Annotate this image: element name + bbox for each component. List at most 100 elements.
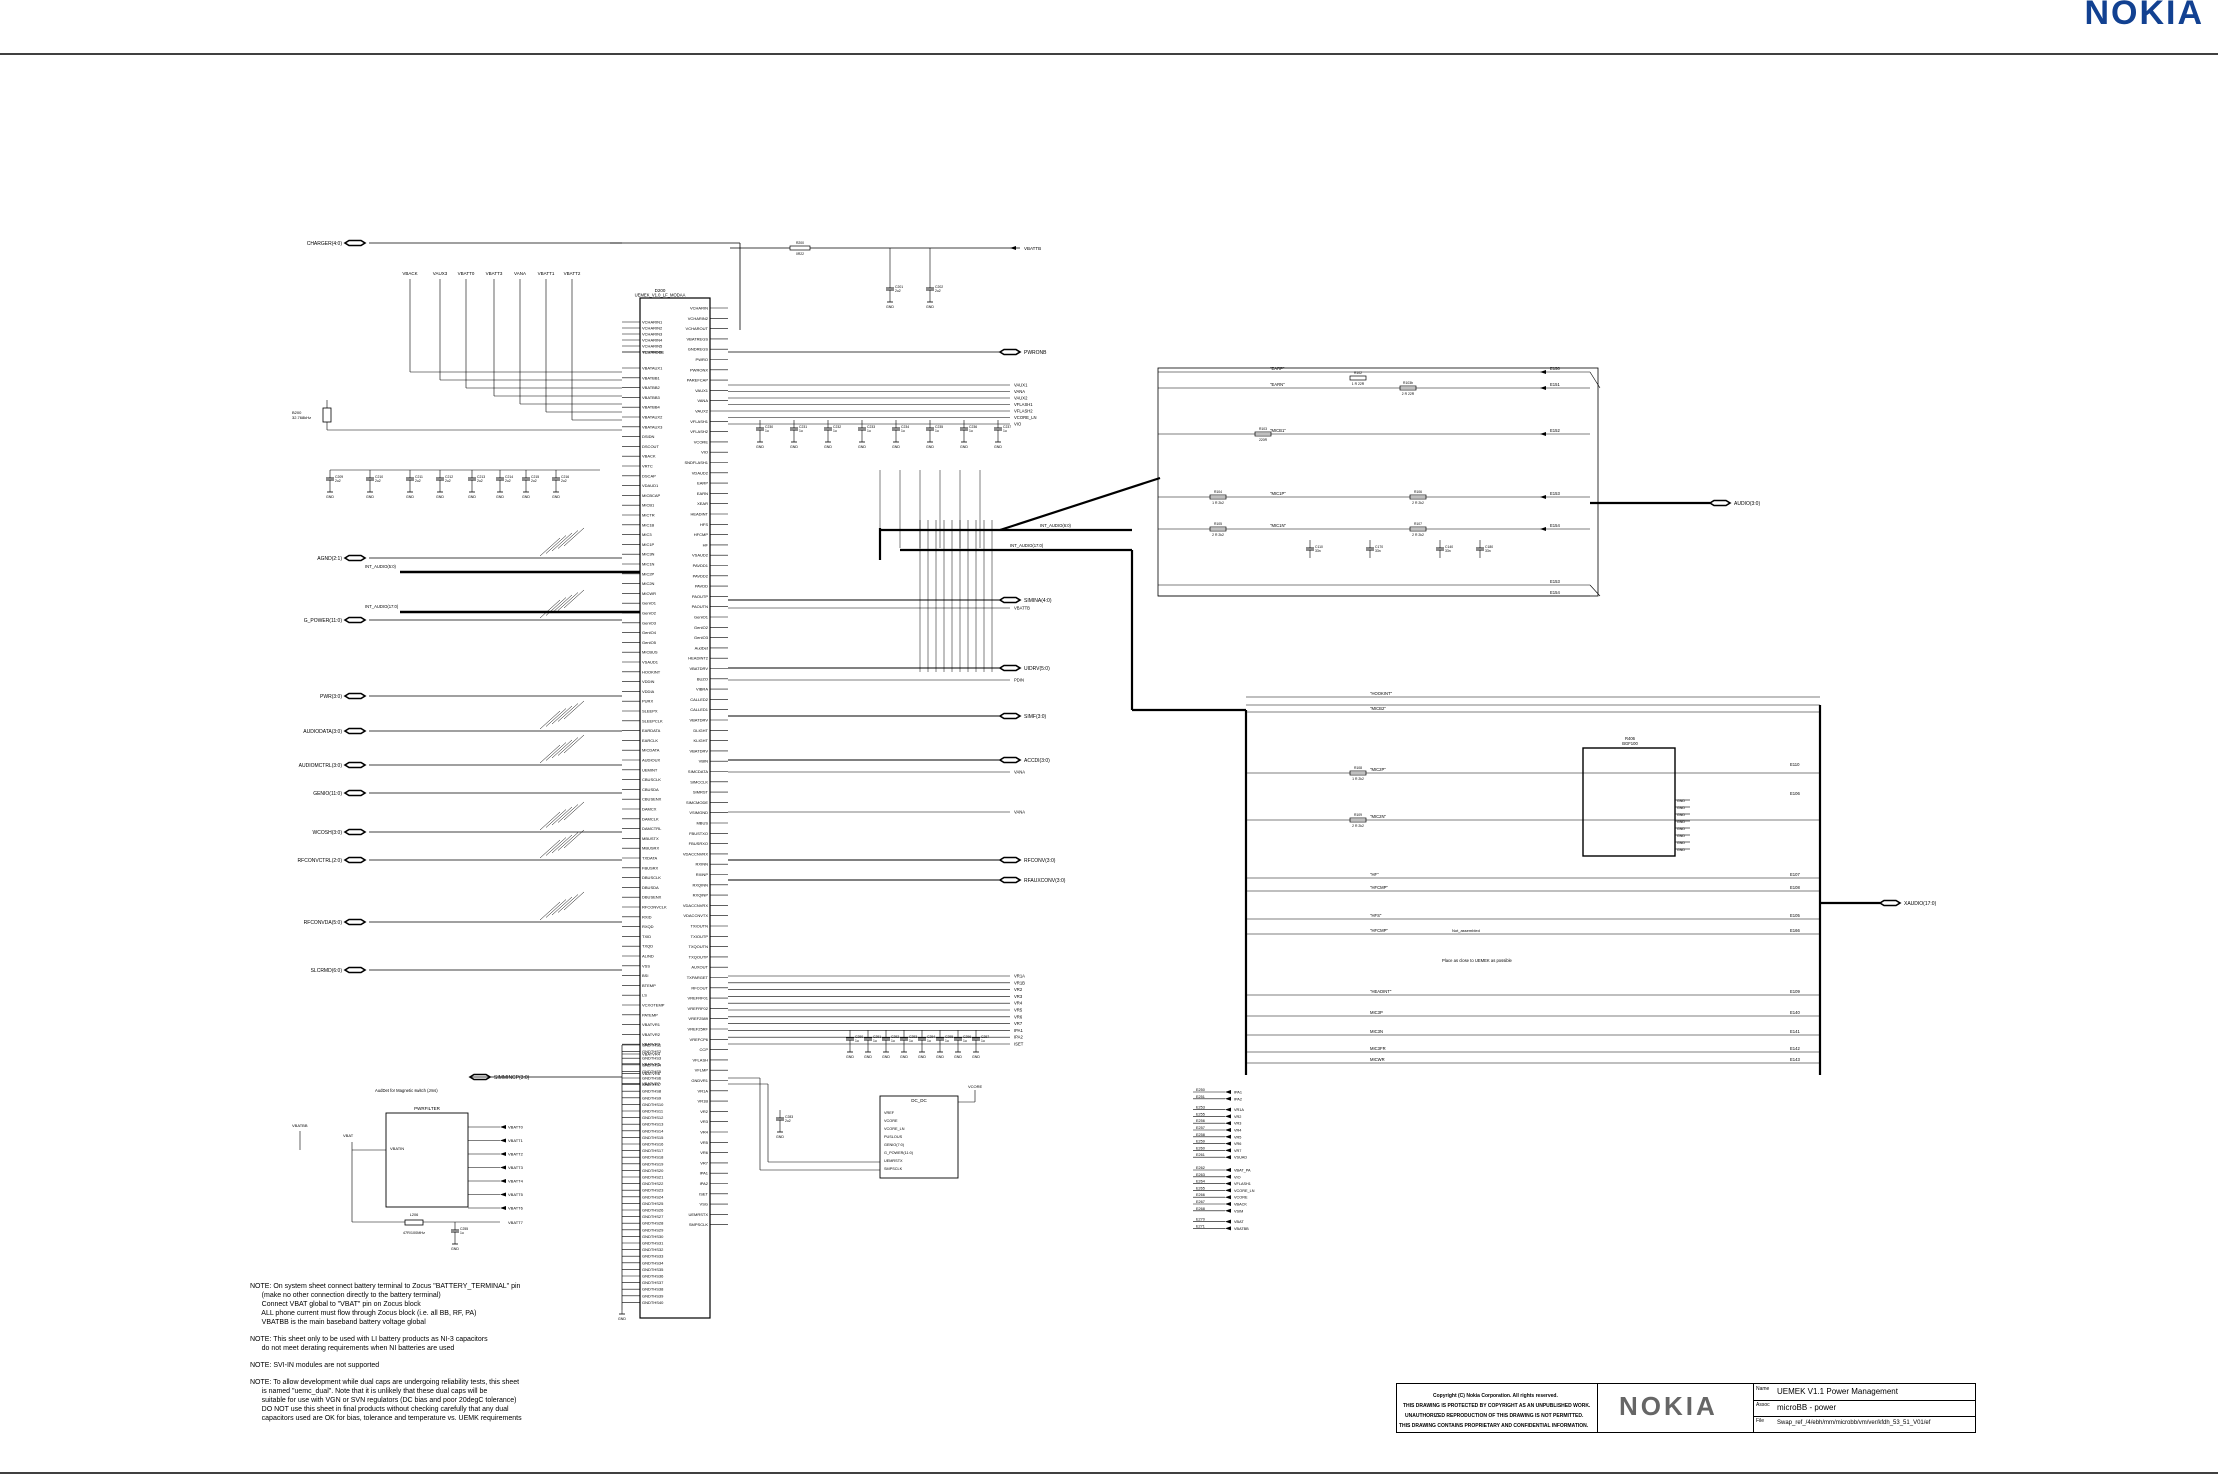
gnd-label: GND xyxy=(858,445,866,449)
tp-ref: E264 xyxy=(1196,1180,1205,1184)
chip-pin-name-left: VDDIA xyxy=(642,689,655,694)
chip-pin-name-right: IPA1 xyxy=(700,1171,709,1176)
bus-fan xyxy=(539,901,561,921)
cap-value: 1u xyxy=(873,1039,877,1043)
res-value: 220R xyxy=(1259,438,1268,442)
note-line: NOTE: SVI-IN modules are not supported xyxy=(250,1362,380,1369)
cap-ref: C180 xyxy=(1485,545,1493,549)
chip-pin-name-left: VBATAUX3 xyxy=(642,424,663,429)
bus-fan xyxy=(545,708,567,727)
chip-pin-name-right: VSAUD2 xyxy=(692,553,709,558)
chip-pin-name-right: BUZO xyxy=(697,676,708,681)
audio-block-frame xyxy=(1157,367,1599,597)
gnd-label: GND xyxy=(886,305,894,309)
arrow xyxy=(1225,1096,1231,1101)
chip-part: UEMEK_V1.0_LF_MODAA xyxy=(635,293,686,298)
cap-value: 2u2 xyxy=(477,479,483,483)
chip-pin-name-right: EARP xyxy=(697,481,708,486)
chip-pin-name-left: DBUSCLK xyxy=(642,875,661,880)
chip-pin-name-left: EARCLK xyxy=(642,738,658,743)
cap-ref: C212 xyxy=(445,475,453,479)
chip-pin-name-right: IPA2 xyxy=(700,1181,709,1186)
cap-ref: C140 xyxy=(1445,545,1453,549)
tp-net: VSUAD xyxy=(1234,1156,1247,1160)
uemek-chip xyxy=(639,297,711,1319)
audio-port xyxy=(1708,499,1732,507)
chip-pin-name-right: AUXOUT xyxy=(691,965,708,970)
cap-ref: C210 xyxy=(375,475,383,479)
chip-pin-name-right: HFS xyxy=(700,522,708,527)
audio-net-name: "EARN" xyxy=(1270,382,1285,387)
chip-pin-name-right: VSG xyxy=(700,1202,708,1207)
chip-pin-name-right: VREFRF01 xyxy=(688,996,709,1001)
cap-ref: C291 xyxy=(873,1035,881,1039)
chip-pin-name-right: VIBRA xyxy=(696,687,708,692)
chip-pin-name-left: VDAUD1 xyxy=(642,483,659,488)
res-ref: R107 xyxy=(1414,522,1422,526)
resistor xyxy=(1409,526,1427,532)
bgf-pin-name: GND xyxy=(1677,841,1685,845)
tp-ref: E258 xyxy=(1196,1133,1205,1137)
chip-pin-name-right: VBATDRV xyxy=(689,666,708,671)
chip-pin-name-right: HFCMP xyxy=(694,532,709,537)
bgf-pin-name: GND xyxy=(1677,848,1685,852)
arrow xyxy=(500,1206,506,1210)
chip-pin-name-right: SIMCDATA xyxy=(688,769,708,774)
chip-pin-name-left: VDDIN xyxy=(642,679,655,684)
tp-net: VIO xyxy=(1234,1175,1241,1179)
chip-pin-name-left: TXQD xyxy=(642,944,653,949)
chip-pin-name-right: CALLED1 xyxy=(690,707,709,712)
cap-ref: C283 xyxy=(785,1115,793,1119)
cap-value: 1u xyxy=(969,429,973,433)
arrow xyxy=(500,1179,506,1183)
rail-label: VBACK xyxy=(402,271,417,276)
chip-pin-name-left: VBATVR3 xyxy=(642,1042,661,1047)
bgf-pin-name: GND xyxy=(1677,813,1685,817)
right-port-label: RFCONV(3:0) xyxy=(1024,858,1056,864)
cap-ref: C293 xyxy=(909,1035,917,1039)
bus-fan xyxy=(551,705,573,725)
arrow xyxy=(1225,1121,1231,1126)
chip-pin-name-right: GNDREGS xyxy=(688,347,709,352)
chip-pin-name-right: VDAUD2 xyxy=(692,470,709,475)
vr-label: ISET xyxy=(1014,1042,1024,1047)
dcdc-pin-name: VCORE xyxy=(884,1119,898,1123)
cap-value: 1u xyxy=(891,1039,895,1043)
chip-pin-name-right: HF xyxy=(703,542,709,547)
chip-pin-name-left: BTEMP xyxy=(642,983,656,988)
res-ref: R108 xyxy=(1354,766,1362,770)
vr-label: VR4 xyxy=(1014,1001,1023,1006)
left-port xyxy=(343,727,367,735)
cap-value: 1u xyxy=(963,1039,967,1043)
rail-label: VBATT0 xyxy=(458,271,475,276)
cap-ref: C209 xyxy=(335,475,343,479)
xaudio-net-name: "MIC2P" xyxy=(1370,767,1386,772)
arrow xyxy=(1225,1219,1231,1224)
chip-pin-name-right: VR1A xyxy=(698,1088,709,1093)
xaudio-term: E106 xyxy=(1790,791,1800,796)
gnd-pin-name: GNDTHS33 xyxy=(642,1254,664,1259)
cap-value: 1u xyxy=(901,429,905,433)
chip-pin-name-left: RFCONVCLK xyxy=(642,905,667,910)
chip-pin-name-right: AudDet xyxy=(695,645,709,650)
chip-pin-name-left: VBATVR4 xyxy=(642,1052,661,1057)
cap-value: 1u xyxy=(981,1039,985,1043)
left-port xyxy=(343,789,367,797)
chip-pin-name-right: PAREFCAP xyxy=(687,378,709,383)
chip-pin-name-right: SIMCCLK xyxy=(690,779,708,784)
cap-ref: C292 xyxy=(891,1035,899,1039)
right-port-label: ACCDI(3:0) xyxy=(1024,758,1050,764)
cap-ref: C231 xyxy=(799,425,807,429)
reg-out-label: VFLASH1 xyxy=(1014,402,1033,407)
vr-label: VR7 xyxy=(1014,1021,1023,1026)
pwrfilter-out-label: VBATT0 xyxy=(508,1125,524,1130)
chip-pin-name-right: VIO xyxy=(701,450,708,455)
gnd-label: GND xyxy=(918,1055,926,1059)
pwrfilter-out-label: VBATT4 xyxy=(508,1179,524,1184)
gnd-pin-name: GNDTHS39 xyxy=(642,1293,664,1298)
gnd-pin-name: GNDTHS40 xyxy=(642,1300,664,1305)
xaudio-note-fit: Not_assembled xyxy=(1452,928,1480,933)
gnd-pin-name: GNDTHS23 xyxy=(642,1188,664,1193)
gnd-pin-name: GNDTHS18 xyxy=(642,1155,664,1160)
bus-fan xyxy=(551,532,573,552)
